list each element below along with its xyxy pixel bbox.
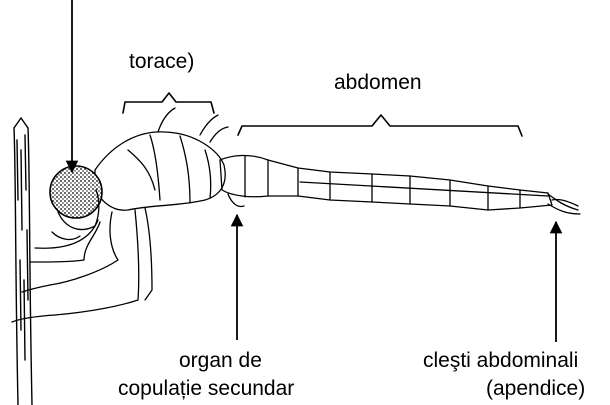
abdomen-label: abdomen [334, 72, 422, 93]
abdomen-bracket [238, 115, 522, 136]
claspers-label-line1: cleşti abdominali [423, 350, 578, 371]
thorax-bracket [123, 93, 214, 113]
plant-stem [14, 118, 32, 405]
organ-label-line1: organ de [179, 350, 262, 371]
thorax-label: torace) [129, 51, 194, 72]
claspers-label-line2: (apendice) [486, 378, 585, 399]
dragonfly-body [12, 108, 580, 322]
organ-label-line2: copulație secundar [118, 378, 294, 399]
